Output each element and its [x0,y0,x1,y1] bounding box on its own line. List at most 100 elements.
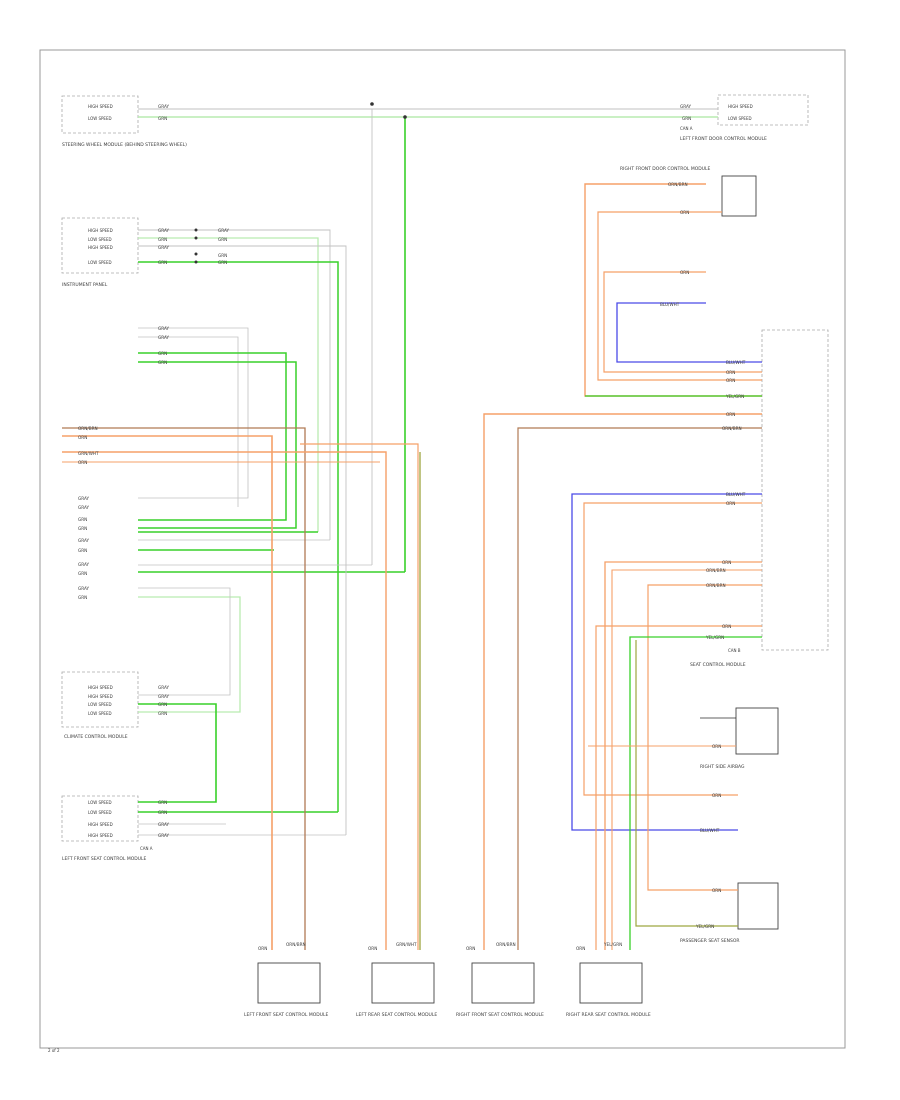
pin-label: LOW SPEED [88,711,112,716]
pin-label: HIGH SPEED [88,833,113,838]
wire-label: GRAY [158,833,170,838]
wire-label: YEL/GRN [695,924,714,929]
wire-label: ORN [712,744,721,749]
pin-label: LOW SPEED [728,116,752,121]
pin-label: LOW SPEED [88,800,112,805]
wire-label: GRN [158,237,167,242]
component-label: INSTRUMENT PANEL [62,282,108,288]
pin-label: HIGH SPEED [88,104,113,109]
wire-mid-gray-5 [138,587,231,696]
component-label: SEAT CONTROL MODULE [690,662,746,668]
wire-orn-right-4 [611,569,762,950]
passenger-seat-sensor-box [737,882,779,930]
wire-label: GRN [158,116,167,121]
splice-dot [194,252,198,256]
wire-label: GRAY [78,586,90,591]
splice-dot [370,102,374,106]
wire-label: ORN [726,412,735,417]
wire-label: ORN/BRN [668,182,688,187]
connector-id: CAN A [680,126,693,131]
wire-label: GRAY [158,245,170,250]
right-front-seat-control-box [471,962,535,1004]
wire-orn-right-6 [595,625,762,950]
pin-label: LOW SPEED [88,116,112,121]
wire-label: GRAY [78,505,90,510]
wire-orn-1 [62,435,273,950]
pin-label: LOW SPEED [88,260,112,265]
wire-label: GRAY [78,562,90,567]
component-label: RIGHT SIDE AIRBAG [700,764,745,770]
wire-label: ORN/BRN [722,426,742,431]
wire-label: GRAY [158,335,170,340]
wire-label: GRN/WHT [78,451,99,456]
wire-orn-2 [62,451,387,950]
seat-control-module-box [761,329,829,651]
splice-dot [403,115,407,119]
component-label: LEFT FRONT SEAT CONTROL MODULE [62,856,147,862]
wire-label: ORN [722,560,731,565]
wire-label: GRN [158,810,167,815]
right-rear-seat-control-box [579,962,643,1004]
wire-ip-green-2 [138,261,339,812]
wire-orn-right-2 [583,502,762,796]
wire-mid-green-1 [138,352,287,521]
wire-label: GRAY [78,496,90,501]
wire-label: GRN [218,237,227,242]
component-label: LEFT FRONT SEAT CONTROL MODULE [244,1012,329,1018]
component-label: LEFT REAR SEAT CONTROL MODULE [356,1012,437,1018]
wire-climate-green [138,703,217,803]
wire-label: GRN [158,260,167,265]
wire-rf-door-orn-2 [597,211,762,381]
wire-label: ORN [576,946,585,951]
pin-label: LOW SPEED [88,237,112,242]
wire-orn-4 [300,443,419,950]
component-label: RIGHT FRONT DOOR CONTROL MODULE [620,166,711,172]
component-label: RIGHT REAR SEAT CONTROL MODULE [566,1012,651,1018]
diagram-frame [39,49,846,1049]
pin-label: HIGH SPEED [88,822,113,827]
wire-label: GRN [78,517,87,522]
wire-label: GRAY [158,685,170,690]
wire-label: GRAY [158,694,170,699]
wire-orn-right-1 [483,413,762,950]
wire-mid-green-5 [138,596,241,713]
wire-label: ORN/BRN [496,942,516,947]
pin-label: HIGH SPEED [88,685,113,690]
wire-olive-right [635,640,738,927]
left-rear-seat-control-box [371,962,435,1004]
steering-module-box [61,95,139,134]
wire-label: GRAY [158,326,170,331]
wire-label: ORN [466,946,475,951]
wire-label: ORN [680,210,689,215]
wire-label: BLU/WHT [660,302,680,307]
splice-dot [194,236,198,240]
wire-label: ORN [726,501,735,506]
wire-label: ORN/BRN [78,426,98,431]
wire-orn-right-3 [604,561,762,950]
wire-label: GRAY [218,228,230,233]
splice-dot [194,260,198,264]
wire-label: ORN [722,624,731,629]
wire-label: BLU/WHT [700,828,720,833]
connector-id: CAN B [728,648,741,653]
component-label: RIGHT FRONT SEAT CONTROL MODULE [456,1012,544,1018]
wire-label: ORN [712,888,721,893]
wire-label: ORN [712,793,721,798]
wire-blue-2 [571,493,762,831]
wire-label: ORN [258,946,267,951]
wire-ip-green-1 [138,237,319,532]
wire-label: ORN/BRN [286,942,306,947]
pin-label: HIGH SPEED [88,694,113,699]
wire-label: BLU/WHT [726,360,746,365]
wire-label: GRN [78,526,87,531]
instrument-panel-box [61,217,139,274]
wire-label: GRAY [158,228,170,233]
wire-rf-yel [603,271,762,373]
wire-ip-gray-2 [138,245,347,835]
connector-id: CAN A [140,846,153,851]
wire-label: GRN [158,711,167,716]
wire-label: GRAY [158,822,170,827]
wire-label: GRN [158,800,167,805]
climate-module-box [61,671,139,728]
component-label: LEFT FRONT DOOR CONTROL MODULE [680,136,767,142]
